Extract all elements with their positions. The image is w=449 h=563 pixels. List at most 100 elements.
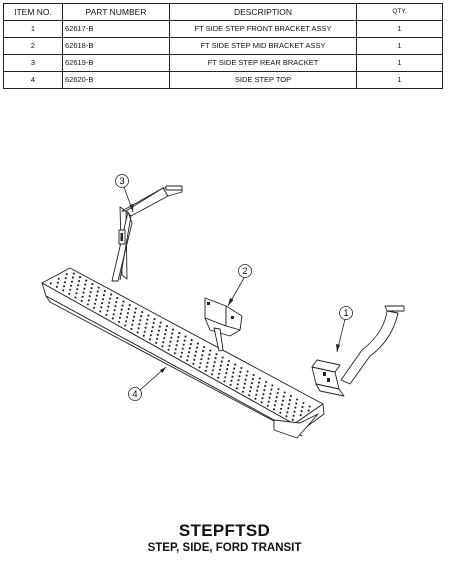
perforation-hole [231,375,234,378]
perforation-hole [218,372,221,375]
perforation-hole [77,284,80,287]
perforation-hole [93,306,96,309]
header-qty: QTY. [356,3,443,21]
perforation-hole [227,359,230,363]
perforation-hole [261,397,264,400]
perforation-hole [300,410,303,413]
perforation-hole [296,398,299,401]
perforation-hole [57,277,60,280]
perforation-hole [141,311,144,314]
perforation-hole [150,330,153,333]
perforation-hole [152,322,155,325]
perforation-hole [183,339,186,342]
perforation-hole [121,304,124,307]
perforation-hole [101,298,105,301]
perforation-hole [234,363,237,366]
perforation-hole [139,319,142,322]
perforation-hole [125,320,128,323]
perforation-hole [156,333,160,336]
perforation-hole [85,279,88,282]
perforation-hole [78,276,82,279]
perforation-hole [287,407,290,410]
perforation-hole [180,351,183,354]
balloon-2 [238,264,252,278]
perforation-hole [176,340,179,343]
perforation-hole [68,292,71,295]
perforation-hole [108,301,111,304]
perforation-hole [204,369,207,372]
perforation-hole [266,404,269,407]
perforation-hole [128,304,131,307]
perforation-hole [82,291,85,294]
perforation-hole [164,333,167,336]
perforation-hole [170,336,173,339]
perforation-hole [130,327,133,330]
assembly-drawing: 3 2 1 4 [41,174,405,439]
perforation-hole [226,368,229,371]
perforation-hole [215,353,218,356]
perforation-hole [203,346,206,349]
bom-header-row: ITEM NO. PART NUMBER DESCRIPTION QTY. [3,3,443,21]
perforation-hole [272,408,276,411]
perforation-hole [195,350,198,353]
perforation-hole [257,385,260,388]
perforation-hole [187,355,190,358]
perforation-hole [254,397,257,400]
rear-bracket [111,185,183,282]
perforation-hole [281,399,284,402]
perforation-hole [72,272,75,275]
perforation-hole [264,385,267,388]
perforation-hole [246,370,249,373]
row-qty: 1 [356,20,443,38]
perforation-hole [172,328,175,331]
perforation-hole [113,309,116,312]
row-part-number: 62617-B [62,20,170,38]
perforation-hole [248,394,251,397]
perforation-hole [63,281,66,284]
drawing-part-code: STEPFTSD [178,521,271,540]
perforation-hole [202,350,205,353]
perforation-hole [257,381,261,384]
perforation-hole [275,396,278,399]
row-description: FT SIDE STEP MID BRACKET ASSY [169,37,357,55]
perforation-hole [91,283,94,286]
perforation-hole [302,401,305,405]
perforation-hole [119,312,122,315]
perforation-hole [109,293,113,296]
perforation-hole [97,286,100,289]
perforation-hole [282,395,285,398]
perforation-hole [293,410,296,413]
row-description: FT SIDE STEP FRONT BRACKET ASSY [169,20,357,38]
perforation-hole [133,311,137,314]
perforation-hole [283,391,286,394]
perforation-hole [236,383,239,386]
perforation-hole [162,341,165,344]
perforation-hole [159,321,162,324]
perforation-hole [132,319,135,322]
perforation-hole [219,364,222,367]
row-part-number: 62618-B [62,37,170,55]
perforation-hole [120,308,123,311]
perforation-hole [205,365,208,368]
perforation-hole [99,310,102,313]
perforation-hole [198,366,201,369]
perforation-hole [136,331,139,334]
perforation-hole [142,334,145,337]
perforation-hole [265,380,268,384]
row-item-no: 1 [3,20,63,38]
perforation-hole [65,273,68,276]
perforation-hole [244,378,247,381]
perforation-hole [157,329,160,332]
perforation-hole [81,295,84,298]
step-perforations [49,272,311,421]
perforation-hole [273,404,276,407]
perforation-hole [148,338,152,341]
perforation-hole [270,388,273,391]
perforation-hole [299,414,302,417]
row-item-no: 3 [3,54,63,72]
perforation-hole [101,302,104,305]
perforation-hole [78,280,81,283]
header-part-number: PART NUMBER [62,3,170,21]
perforation-hole [84,283,87,286]
perforation-hole [269,392,272,395]
